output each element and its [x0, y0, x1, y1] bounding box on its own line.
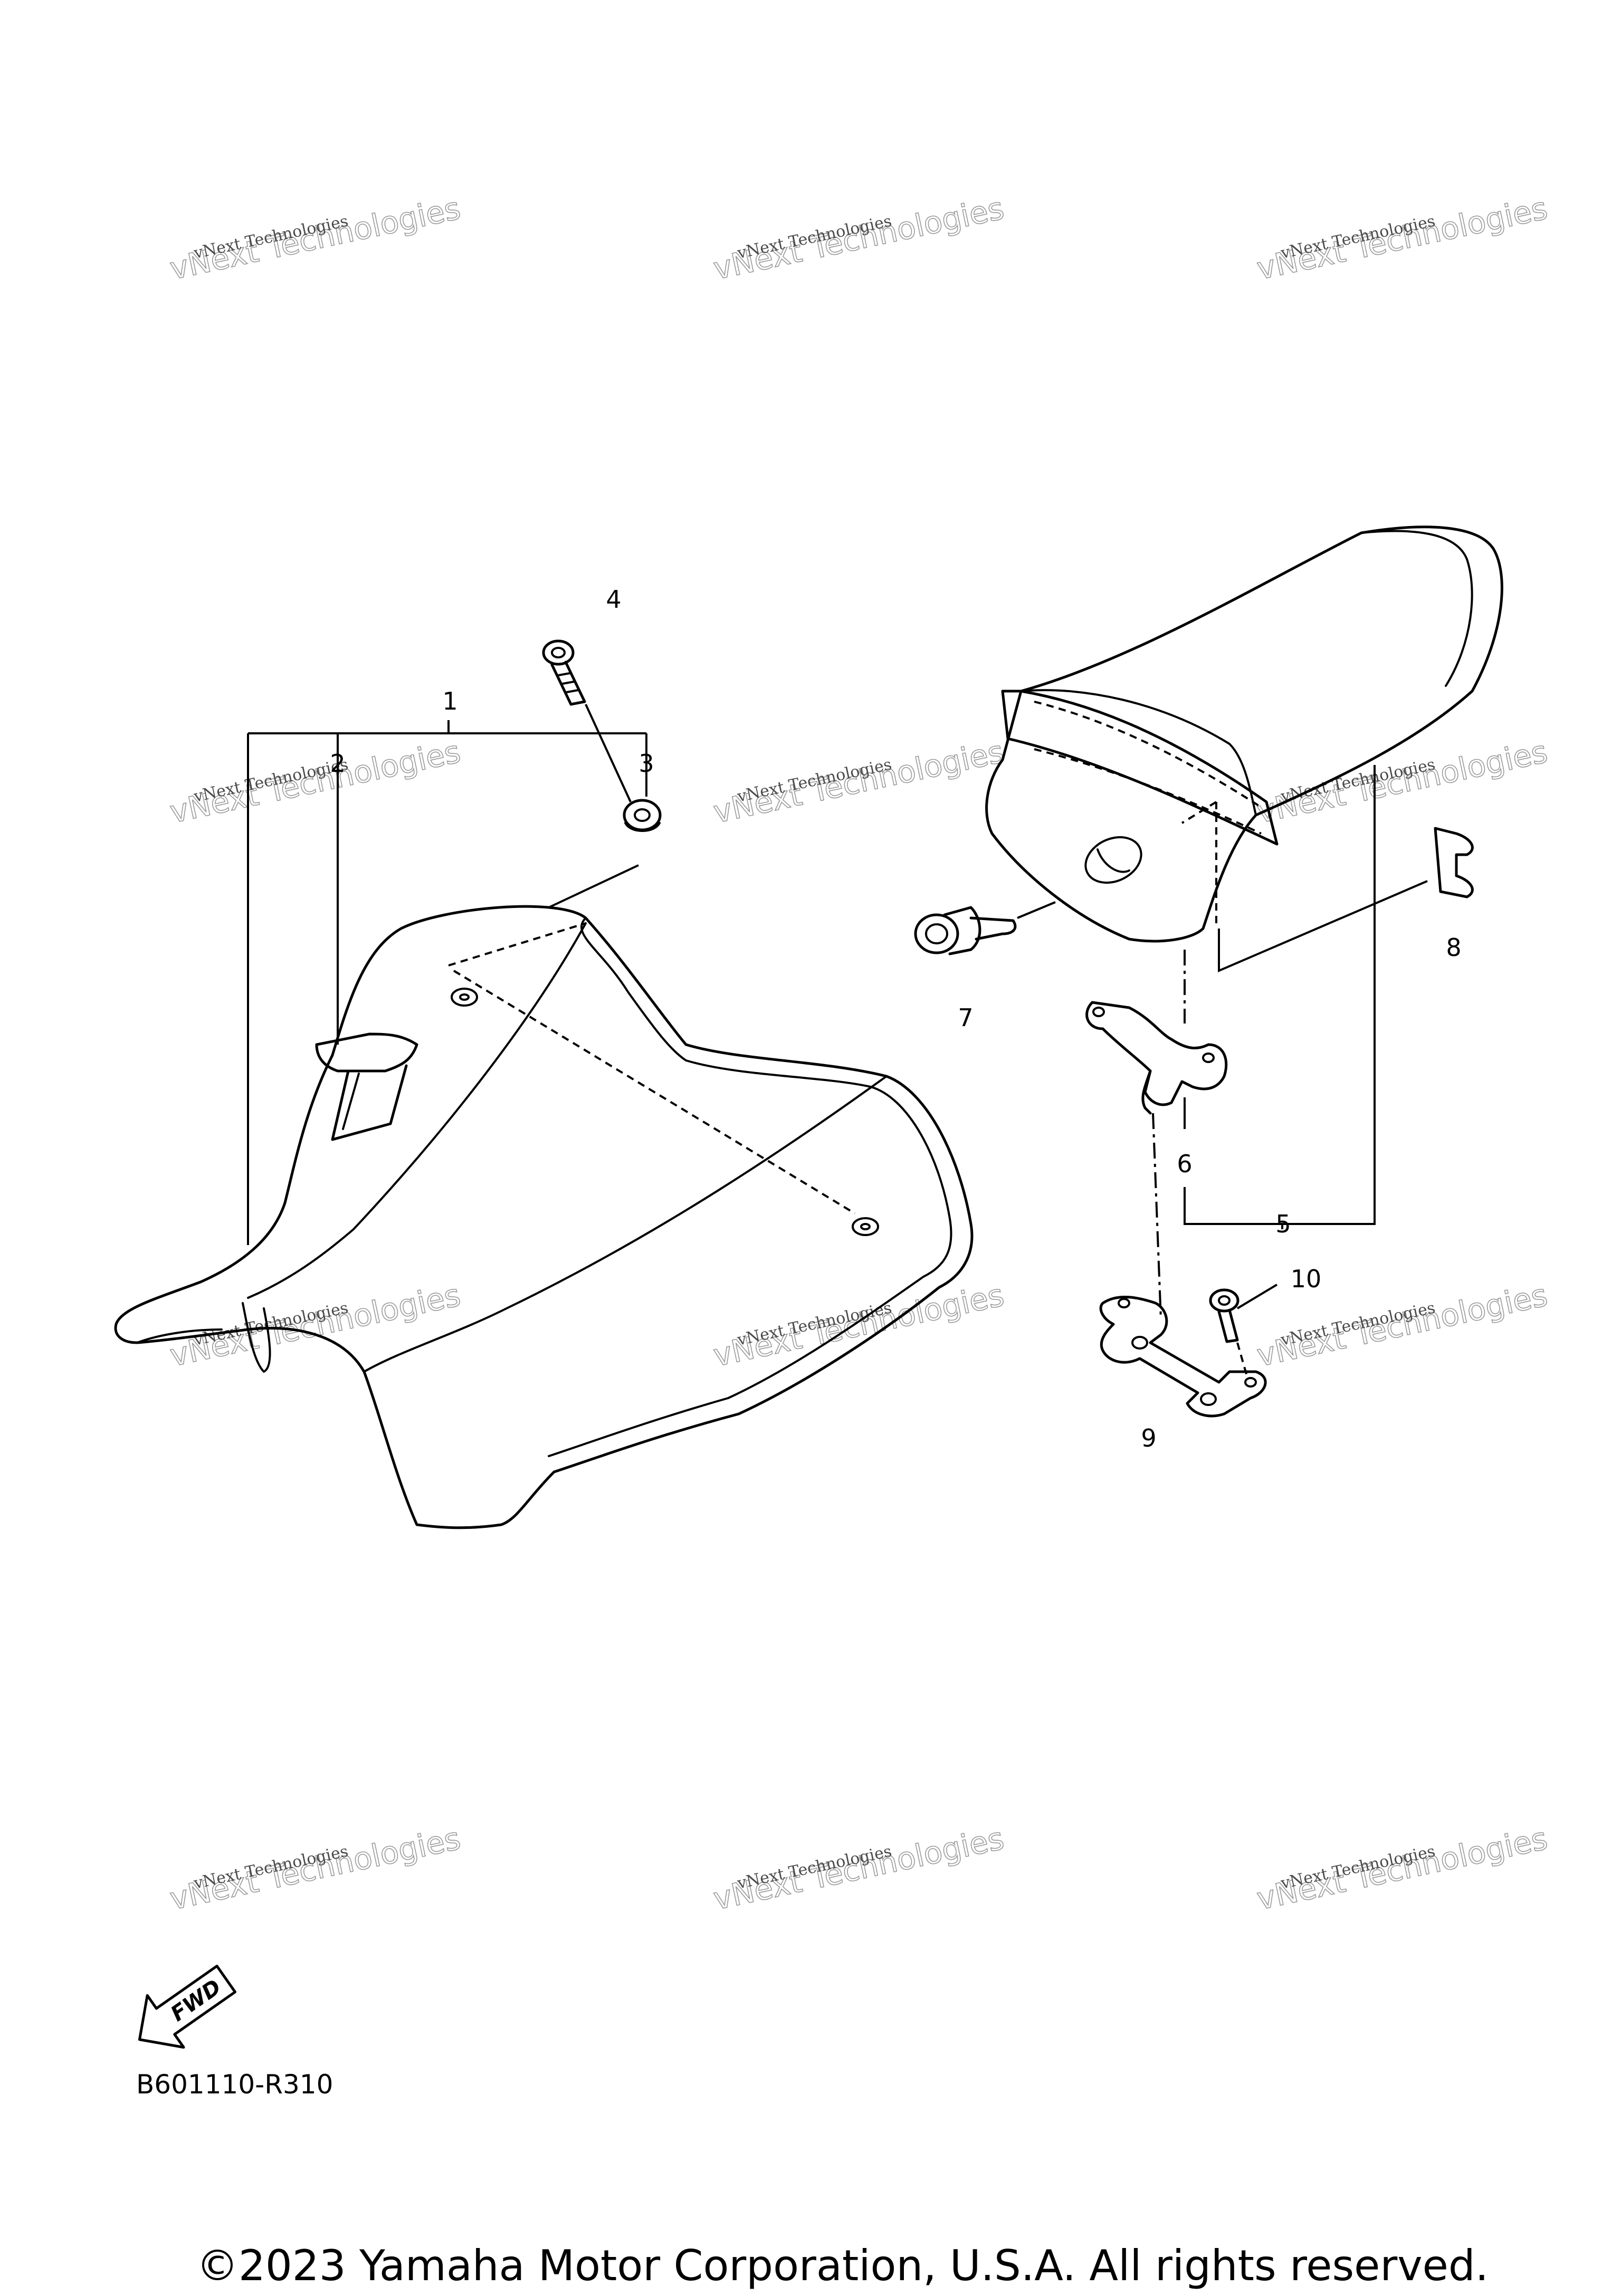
part-3-collar	[623, 799, 662, 832]
svg-text:vNext Technologies: vNext Technologies	[1254, 190, 1550, 286]
watermark: vNext Technologies vNext Technologies	[710, 1277, 1007, 1374]
callout-4: 4	[606, 585, 621, 614]
mounting-hole	[852, 1217, 879, 1236]
svg-text:vNext Technologies: vNext Technologies	[167, 190, 463, 286]
watermark: vNext Technologies vNext Technologies	[1253, 733, 1551, 831]
svg-text:vNext Technologies: vNext Technologies	[710, 1820, 1007, 1917]
part-6-bracket	[1085, 1001, 1228, 1115]
copyright-notice: ©2023 Yamaha Motor Corporation, U.S.A. A…	[196, 2241, 1489, 2290]
watermark: vNext Technologies vNext Technologies	[166, 1277, 464, 1374]
watermark: vNext Technologies vNext Technologies	[166, 1820, 464, 1918]
callout-10: 10	[1291, 1265, 1322, 1293]
part-2-cover	[315, 1032, 418, 1141]
part-4-bolt	[542, 639, 586, 706]
callout-6: 6	[1177, 1150, 1192, 1178]
watermark: vNext Technologies vNext Technologies	[710, 1820, 1007, 1918]
callout-3: 3	[638, 749, 654, 778]
svg-text:vNext Technologies: vNext Technologies	[1254, 733, 1550, 830]
mounting-hole	[451, 988, 478, 1007]
callout-1: 1	[442, 687, 457, 715]
rider-seat	[114, 905, 974, 1529]
svg-text:vNext Technologies: vNext Technologies	[710, 1277, 1007, 1373]
svg-text:vNext Technologies: vNext Technologies	[167, 1277, 463, 1373]
watermarks: vNext Technologies vNext Technologies vN…	[166, 190, 1551, 1918]
callout-5: 5	[1275, 1210, 1291, 1238]
fwd-arrow-icon: FWD	[138, 1965, 237, 2049]
diagram-code: B601110-R310	[136, 2069, 333, 2100]
svg-text:vNext Technologies: vNext Technologies	[167, 733, 463, 830]
watermark: vNext Technologies vNext Technologies	[710, 733, 1007, 831]
part-8-clip	[1434, 827, 1474, 898]
callout-8: 8	[1446, 933, 1461, 962]
watermark: vNext Technologies vNext Technologies	[166, 733, 464, 831]
part-7-lock	[914, 906, 1017, 955]
callout-2: 2	[330, 749, 345, 778]
watermark: vNext Technologies vNext Technologies	[1253, 1820, 1551, 1918]
svg-text:vNext Technologies: vNext Technologies	[710, 190, 1007, 286]
svg-text:vNext Technologies: vNext Technologies	[1254, 1820, 1550, 1917]
callout-9: 9	[1141, 1424, 1156, 1452]
svg-text:vNext Technologies: vNext Technologies	[167, 1820, 463, 1917]
watermark: vNext Technologies vNext Technologies	[166, 190, 464, 288]
svg-text:vNext Technologies: vNext Technologies	[710, 733, 1007, 830]
watermark: vNext Technologies vNext Technologies	[1253, 190, 1551, 288]
passenger-seat	[985, 525, 1503, 943]
callout-labels: 1 2 3 4 5 6 7 8 9 10	[330, 585, 1461, 1452]
callout-7: 7	[958, 1003, 973, 1032]
watermark: vNext Technologies vNext Technologies	[710, 190, 1007, 288]
part-10-screw	[1209, 1288, 1239, 1343]
part-9-hinge	[1099, 1296, 1267, 1418]
